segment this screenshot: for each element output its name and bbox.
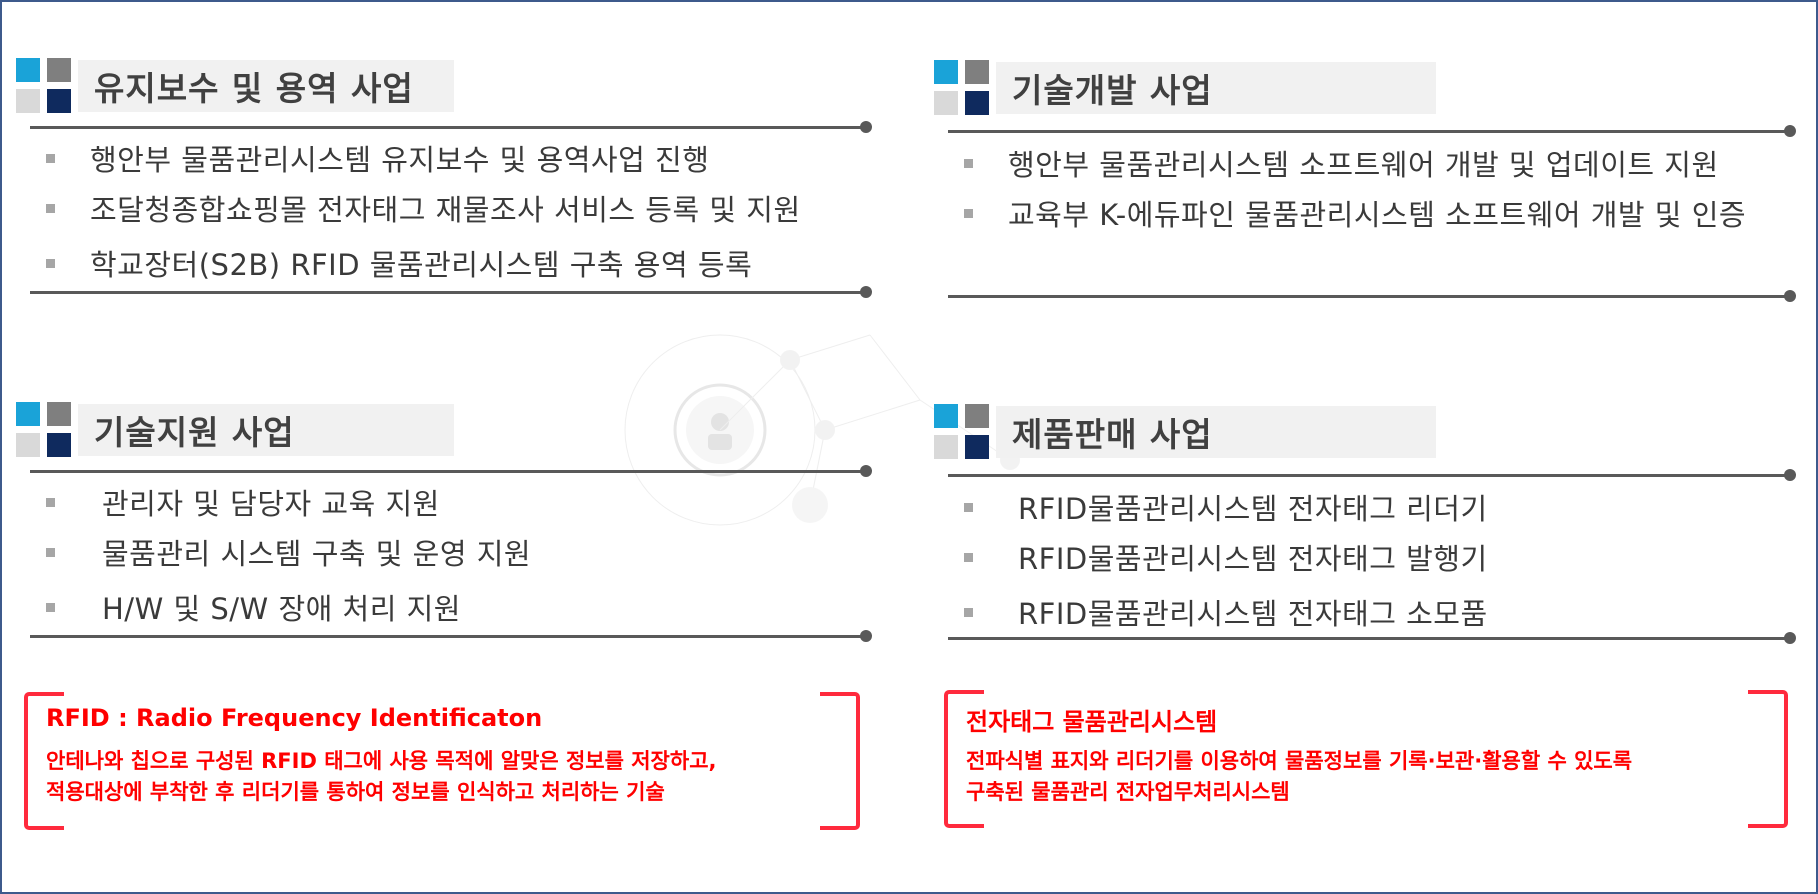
section-maintenance: 유지보수 및 용역 사업 행안부 물품관리시스템 유지보수 및 용역사업 진행 … (16, 58, 876, 298)
section-title: 기술개발 사업 (996, 62, 1436, 114)
bracket-right (820, 692, 860, 830)
note-line: 전파식별 표지와 리더기를 이용하여 물품정보를 기록·보관·활용할 수 있도록 (966, 749, 1633, 773)
bracket-right (1748, 690, 1788, 828)
divider-bottom (30, 630, 872, 642)
section-icon (16, 58, 72, 114)
note-line: 안테나와 칩으로 구성된 RFID 태그에 사용 목적에 알맞은 정보를 저장하… (46, 749, 717, 773)
bracket-left (944, 690, 984, 828)
section-title: 기술지원 사업 (78, 404, 454, 456)
divider-bottom (948, 632, 1796, 644)
divider-top (30, 465, 872, 477)
network-graphic (624, 334, 1020, 526)
note-body: 전파식별 표지와 리더기를 이용하여 물품정보를 기록·보관·활용할 수 있도록… (966, 746, 1632, 808)
divider-top (948, 469, 1796, 481)
divider-bottom (948, 290, 1796, 302)
note-body: 안테나와 칩으로 구성된 RFID 태그에 사용 목적에 알맞은 정보를 저장하… (46, 746, 717, 808)
section-icon (934, 60, 990, 116)
divider-top (948, 125, 1796, 137)
note-line: 적용대상에 부착한 후 리더기를 통하여 정보를 인식하고 처리하는 기술 (46, 780, 665, 804)
bracket-left (24, 692, 64, 830)
section-icon (16, 402, 72, 458)
section-title: 제품판매 사업 (996, 406, 1436, 458)
divider-top (30, 121, 872, 133)
note-etag-system-definition: 전자태그 물품관리시스템 전파식별 표지와 리더기를 이용하여 물품정보를 기록… (944, 690, 1788, 828)
divider-bottom (30, 286, 872, 298)
note-title: RFID : Radio Frequency Identificaton (46, 704, 543, 732)
section-tech-support: 기술지원 사업 관리자 및 담당자 교육 지원 물품관리 시스템 구축 및 운영… (16, 402, 876, 642)
section-product-sales: 제품판매 사업 RFID물품관리시스템 전자태그 리더기 RFID물품관리시스템… (934, 404, 1796, 644)
section-icon (934, 404, 990, 460)
section-tech-development: 기술개발 사업 행안부 물품관리시스템 소프트웨어 개발 및 업데이트 지원 교… (934, 60, 1796, 302)
section-title: 유지보수 및 용역 사업 (78, 60, 454, 112)
note-rfid-definition: RFID : Radio Frequency Identificaton 안테나… (24, 692, 860, 830)
note-line: 구축된 물품관리 전자업무처리시스템 (966, 780, 1290, 804)
note-title: 전자태그 물품관리시스템 (966, 708, 1218, 736)
